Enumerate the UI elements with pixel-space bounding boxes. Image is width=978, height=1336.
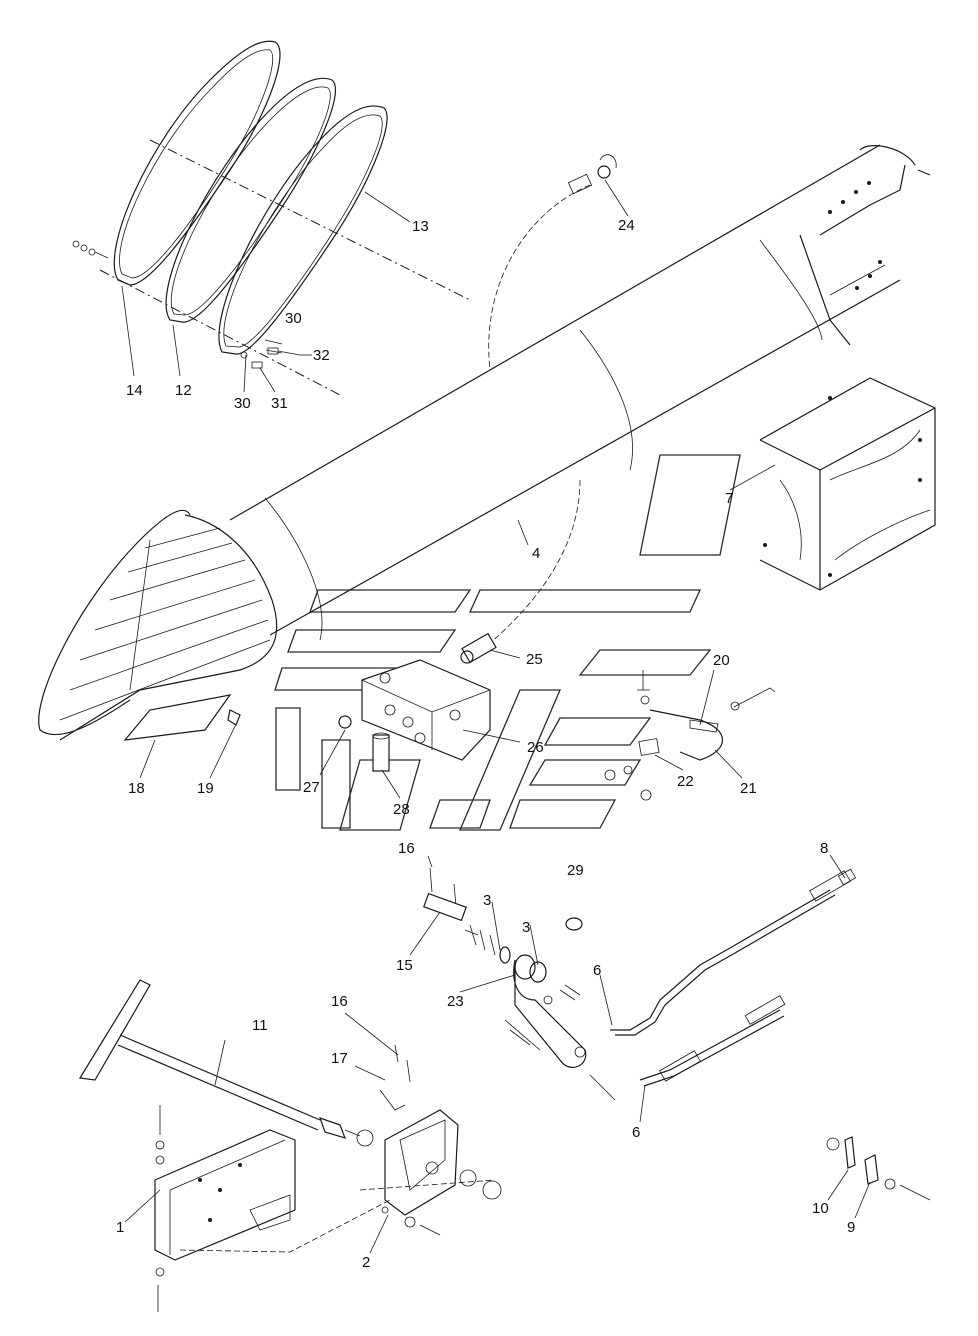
callout-6: 6 — [632, 1124, 640, 1141]
callout-7: 7 — [725, 490, 733, 507]
callout-24: 24 — [618, 217, 635, 234]
valve-block — [338, 632, 497, 772]
callout-16: 16 — [398, 840, 415, 857]
bolt-set-30-32 — [240, 339, 301, 369]
spout-cone — [38, 509, 278, 741]
callout-15: 15 — [396, 957, 413, 974]
bracket-2 — [179, 1044, 502, 1253]
callout-29: 29 — [567, 862, 584, 879]
callout-31: 31 — [271, 395, 288, 412]
housing-box — [759, 377, 936, 591]
callout-10: 10 — [812, 1200, 829, 1217]
bolt-set-left — [72, 240, 109, 259]
bracket-assembly-right — [604, 670, 776, 801]
bracket-1 — [154, 1105, 296, 1312]
callout-22: 22 — [677, 773, 694, 790]
callout-6: 6 — [593, 962, 601, 979]
ring-12 — [165, 77, 336, 323]
callout-19: 19 — [197, 780, 214, 797]
callout-21: 21 — [740, 780, 757, 797]
watermark-logo — [274, 454, 741, 831]
callout-25: 25 — [526, 651, 543, 668]
bracket-9-10 — [826, 1136, 931, 1201]
callout-1: 1 — [116, 1219, 124, 1236]
fitting-24 — [567, 154, 617, 195]
callout-20: 20 — [713, 652, 730, 669]
callout-32: 32 — [313, 347, 330, 364]
callout-3: 3 — [483, 892, 491, 909]
ring-14 — [113, 40, 281, 286]
callout-23: 23 — [447, 993, 464, 1010]
callout-9: 9 — [847, 1219, 855, 1236]
callout-16: 16 — [331, 993, 348, 1010]
callout-8: 8 — [820, 840, 828, 857]
hose-path — [488, 184, 591, 371]
auger-tube — [229, 144, 931, 641]
callout-28: 28 — [393, 801, 410, 818]
callout-27: 27 — [303, 779, 320, 796]
callout-18: 18 — [128, 780, 145, 797]
callout-14: 14 — [126, 382, 143, 399]
callout-13: 13 — [412, 218, 429, 235]
callout-2: 2 — [362, 1254, 370, 1271]
leader-lines — [121, 179, 871, 1254]
callout-17: 17 — [331, 1050, 348, 1067]
callout-26: 26 — [527, 739, 544, 756]
callout-11: 11 — [252, 1017, 268, 1034]
callout-30: 30 — [234, 395, 251, 412]
control-cables — [610, 868, 857, 1087]
callout-30: 30 — [285, 310, 302, 327]
callout-12: 12 — [175, 382, 192, 399]
lever-assembly — [423, 867, 616, 1101]
rod-11 — [79, 979, 374, 1147]
callout-labels: 1 2 3 3 4 6 6 7 8 9 10 11 12 13 14 15 16… — [116, 217, 855, 1271]
callout-3: 3 — [522, 919, 530, 936]
callout-4: 4 — [532, 545, 540, 562]
ring-13 — [218, 105, 388, 355]
